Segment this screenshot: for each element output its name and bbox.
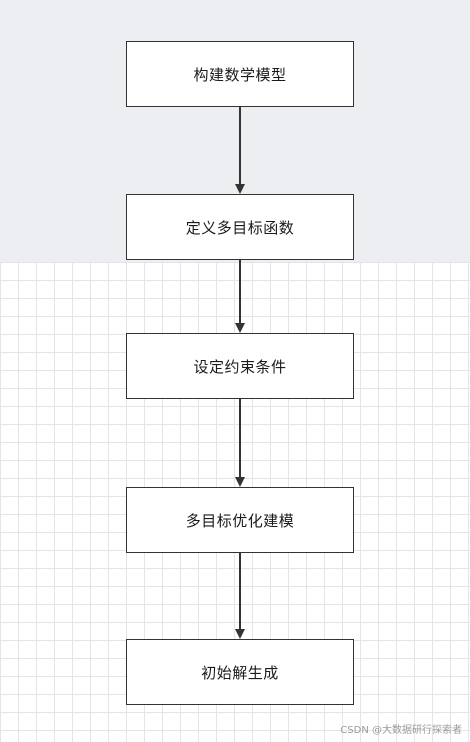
flow-step-label: 设定约束条件 xyxy=(193,357,287,376)
flow-step-label: 定义多目标函数 xyxy=(185,218,295,237)
flow-step-label: 构建数学模型 xyxy=(193,65,287,84)
flow-step-define-objectives: 定义多目标函数 xyxy=(126,194,354,260)
flow-step-initial-solution: 初始解生成 xyxy=(126,639,354,705)
flow-step-label: 初始解生成 xyxy=(201,663,279,682)
flow-step-label: 多目标优化建模 xyxy=(185,511,295,530)
flow-step-build-model: 构建数学模型 xyxy=(126,41,354,107)
watermark-text: CSDN @大数据研行探索者 xyxy=(340,725,462,736)
flow-step-multiobjective-modeling: 多目标优化建模 xyxy=(126,487,354,553)
flow-step-set-constraints: 设定约束条件 xyxy=(126,333,354,399)
